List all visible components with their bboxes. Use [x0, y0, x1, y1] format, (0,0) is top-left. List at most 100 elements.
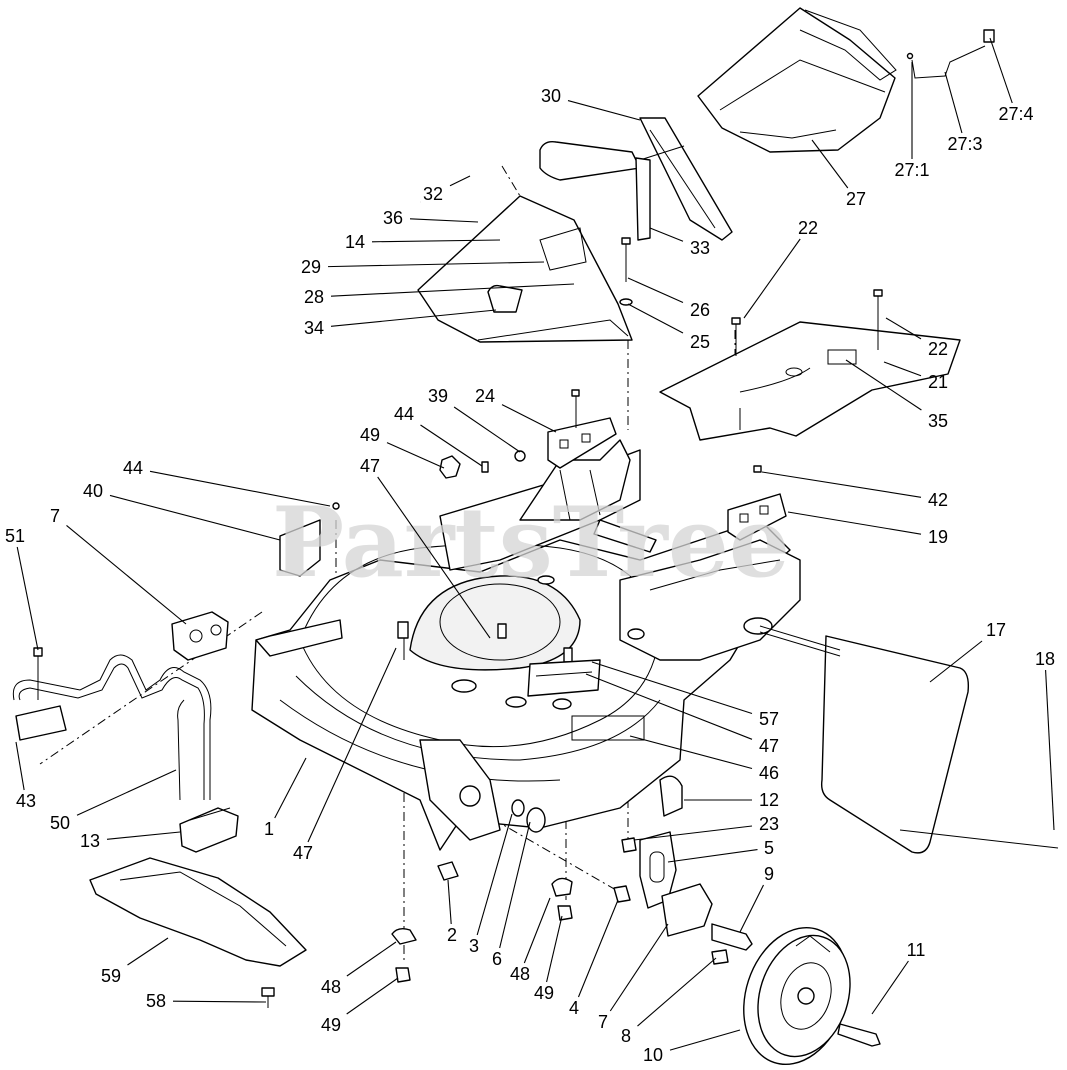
plate-40-part [279, 502, 340, 577]
leader-lines [15, 37, 1055, 1051]
callout-c-30: 30 [541, 86, 561, 106]
leader-c-7b [609, 923, 669, 1012]
callout-c-27-3: 27:3 [947, 134, 982, 154]
leader-c-43 [15, 741, 25, 791]
callout-c-9: 9 [764, 864, 774, 884]
cable-part [759, 625, 1059, 854]
rear-frame-part [439, 439, 801, 661]
leader-c-49c [346, 977, 399, 1015]
leader-c-17 [929, 640, 983, 683]
callout-c-47b: 47 [759, 736, 779, 756]
callout-c-33: 33 [690, 238, 710, 258]
leader-c-29 [327, 261, 545, 268]
leader-c-57 [591, 661, 753, 715]
callout-c-4: 4 [569, 998, 579, 1018]
bracket-19-part [727, 465, 787, 541]
callout-c-21: 21 [928, 372, 948, 392]
leader-c-23 [633, 825, 753, 841]
callout-c-25: 25 [690, 332, 710, 352]
leader-c-18 [1045, 669, 1055, 831]
callout-c-7a: 7 [50, 506, 60, 526]
leader-c-33 [649, 227, 684, 242]
callout-c-49b: 49 [534, 983, 554, 1003]
callout-c-48a: 48 [510, 964, 530, 984]
leader-c-7a [66, 525, 187, 625]
leader-c-4 [577, 899, 619, 998]
leader-c-36 [409, 218, 479, 223]
leader-c-22a [743, 238, 801, 319]
discharge-door-part [539, 117, 733, 241]
callout-c-11: 11 [907, 940, 926, 960]
callout-c-18: 18 [1035, 649, 1055, 669]
leader-c-10 [669, 1029, 741, 1051]
leader-c-11 [871, 960, 909, 1015]
callout-c-10: 10 [643, 1045, 663, 1065]
leader-c-5 [667, 849, 758, 863]
bracket-24-part [547, 389, 617, 469]
chute-bracket-part [417, 165, 633, 343]
leader-c-3 [476, 813, 513, 936]
callout-c-49a: 49 [360, 425, 380, 445]
leader-c-27 [811, 139, 849, 189]
leader-c-6 [499, 821, 531, 949]
callout-c-39: 39 [428, 386, 448, 406]
callout-c-42: 42 [928, 490, 948, 510]
leader-c-27-4 [989, 37, 1013, 104]
callout-c-50: 50 [50, 813, 70, 833]
leader-c-24 [501, 404, 557, 433]
leader-c-27-3 [944, 71, 963, 134]
callout-c-44b: 44 [123, 458, 143, 478]
callout-c-32: 32 [423, 184, 443, 204]
callout-c-36: 36 [383, 208, 403, 228]
leader-c-13 [106, 831, 181, 840]
callout-c-22a: 22 [798, 218, 818, 238]
callout-c-58: 58 [146, 991, 166, 1011]
leader-c-47a [377, 476, 491, 639]
callout-c-57: 57 [759, 709, 779, 729]
handle-rod-part [12, 647, 212, 801]
rear-plate-part [659, 321, 961, 441]
callout-c-27: 27 [846, 189, 866, 209]
leader-c-32 [449, 175, 471, 187]
lower-hardware-part [391, 799, 631, 983]
callout-c-27-1: 27:1 [894, 160, 929, 180]
callout-c-26: 26 [690, 300, 710, 320]
leader-c-40 [109, 494, 281, 541]
callout-c-1: 1 [264, 819, 274, 839]
leader-c-34 [330, 309, 497, 327]
callout-c-24: 24 [475, 386, 495, 406]
leader-c-49a [386, 442, 445, 469]
callout-c-47c: 47 [293, 843, 313, 863]
leader-c-26 [627, 277, 684, 303]
leader-c-49b [546, 915, 563, 983]
watermark: PartsTree [272, 486, 790, 599]
baffle-plate-part [89, 857, 307, 1008]
leader-c-19 [787, 511, 922, 535]
leader-c-9 [739, 884, 764, 933]
callout-c-13: 13 [80, 831, 100, 851]
leader-c-44a [420, 424, 483, 467]
callout-c-34: 34 [304, 318, 324, 338]
leader-c-58 [172, 1000, 267, 1003]
leader-c-14 [371, 239, 501, 243]
leader-c-22b [885, 317, 922, 340]
bracket-13-part [179, 807, 239, 853]
callout-c-49c: 49 [321, 1015, 341, 1035]
callout-c-44a: 44 [394, 404, 414, 424]
leader-c-2 [447, 879, 452, 925]
leader-c-59 [127, 937, 169, 966]
callout-c-29: 29 [301, 257, 321, 277]
leader-c-21 [883, 361, 922, 377]
leader-c-1 [274, 757, 307, 819]
wheel-part [711, 923, 881, 1066]
callout-c-27-4: 27:4 [998, 104, 1033, 124]
leader-c-47c [307, 647, 397, 843]
leader-c-46 [629, 735, 753, 770]
leader-c-39 [453, 406, 521, 453]
callout-c-14: 14 [345, 232, 365, 252]
leader-c-50 [76, 769, 177, 816]
leader-c-25 [627, 303, 684, 334]
leader-c-42 [761, 471, 922, 498]
